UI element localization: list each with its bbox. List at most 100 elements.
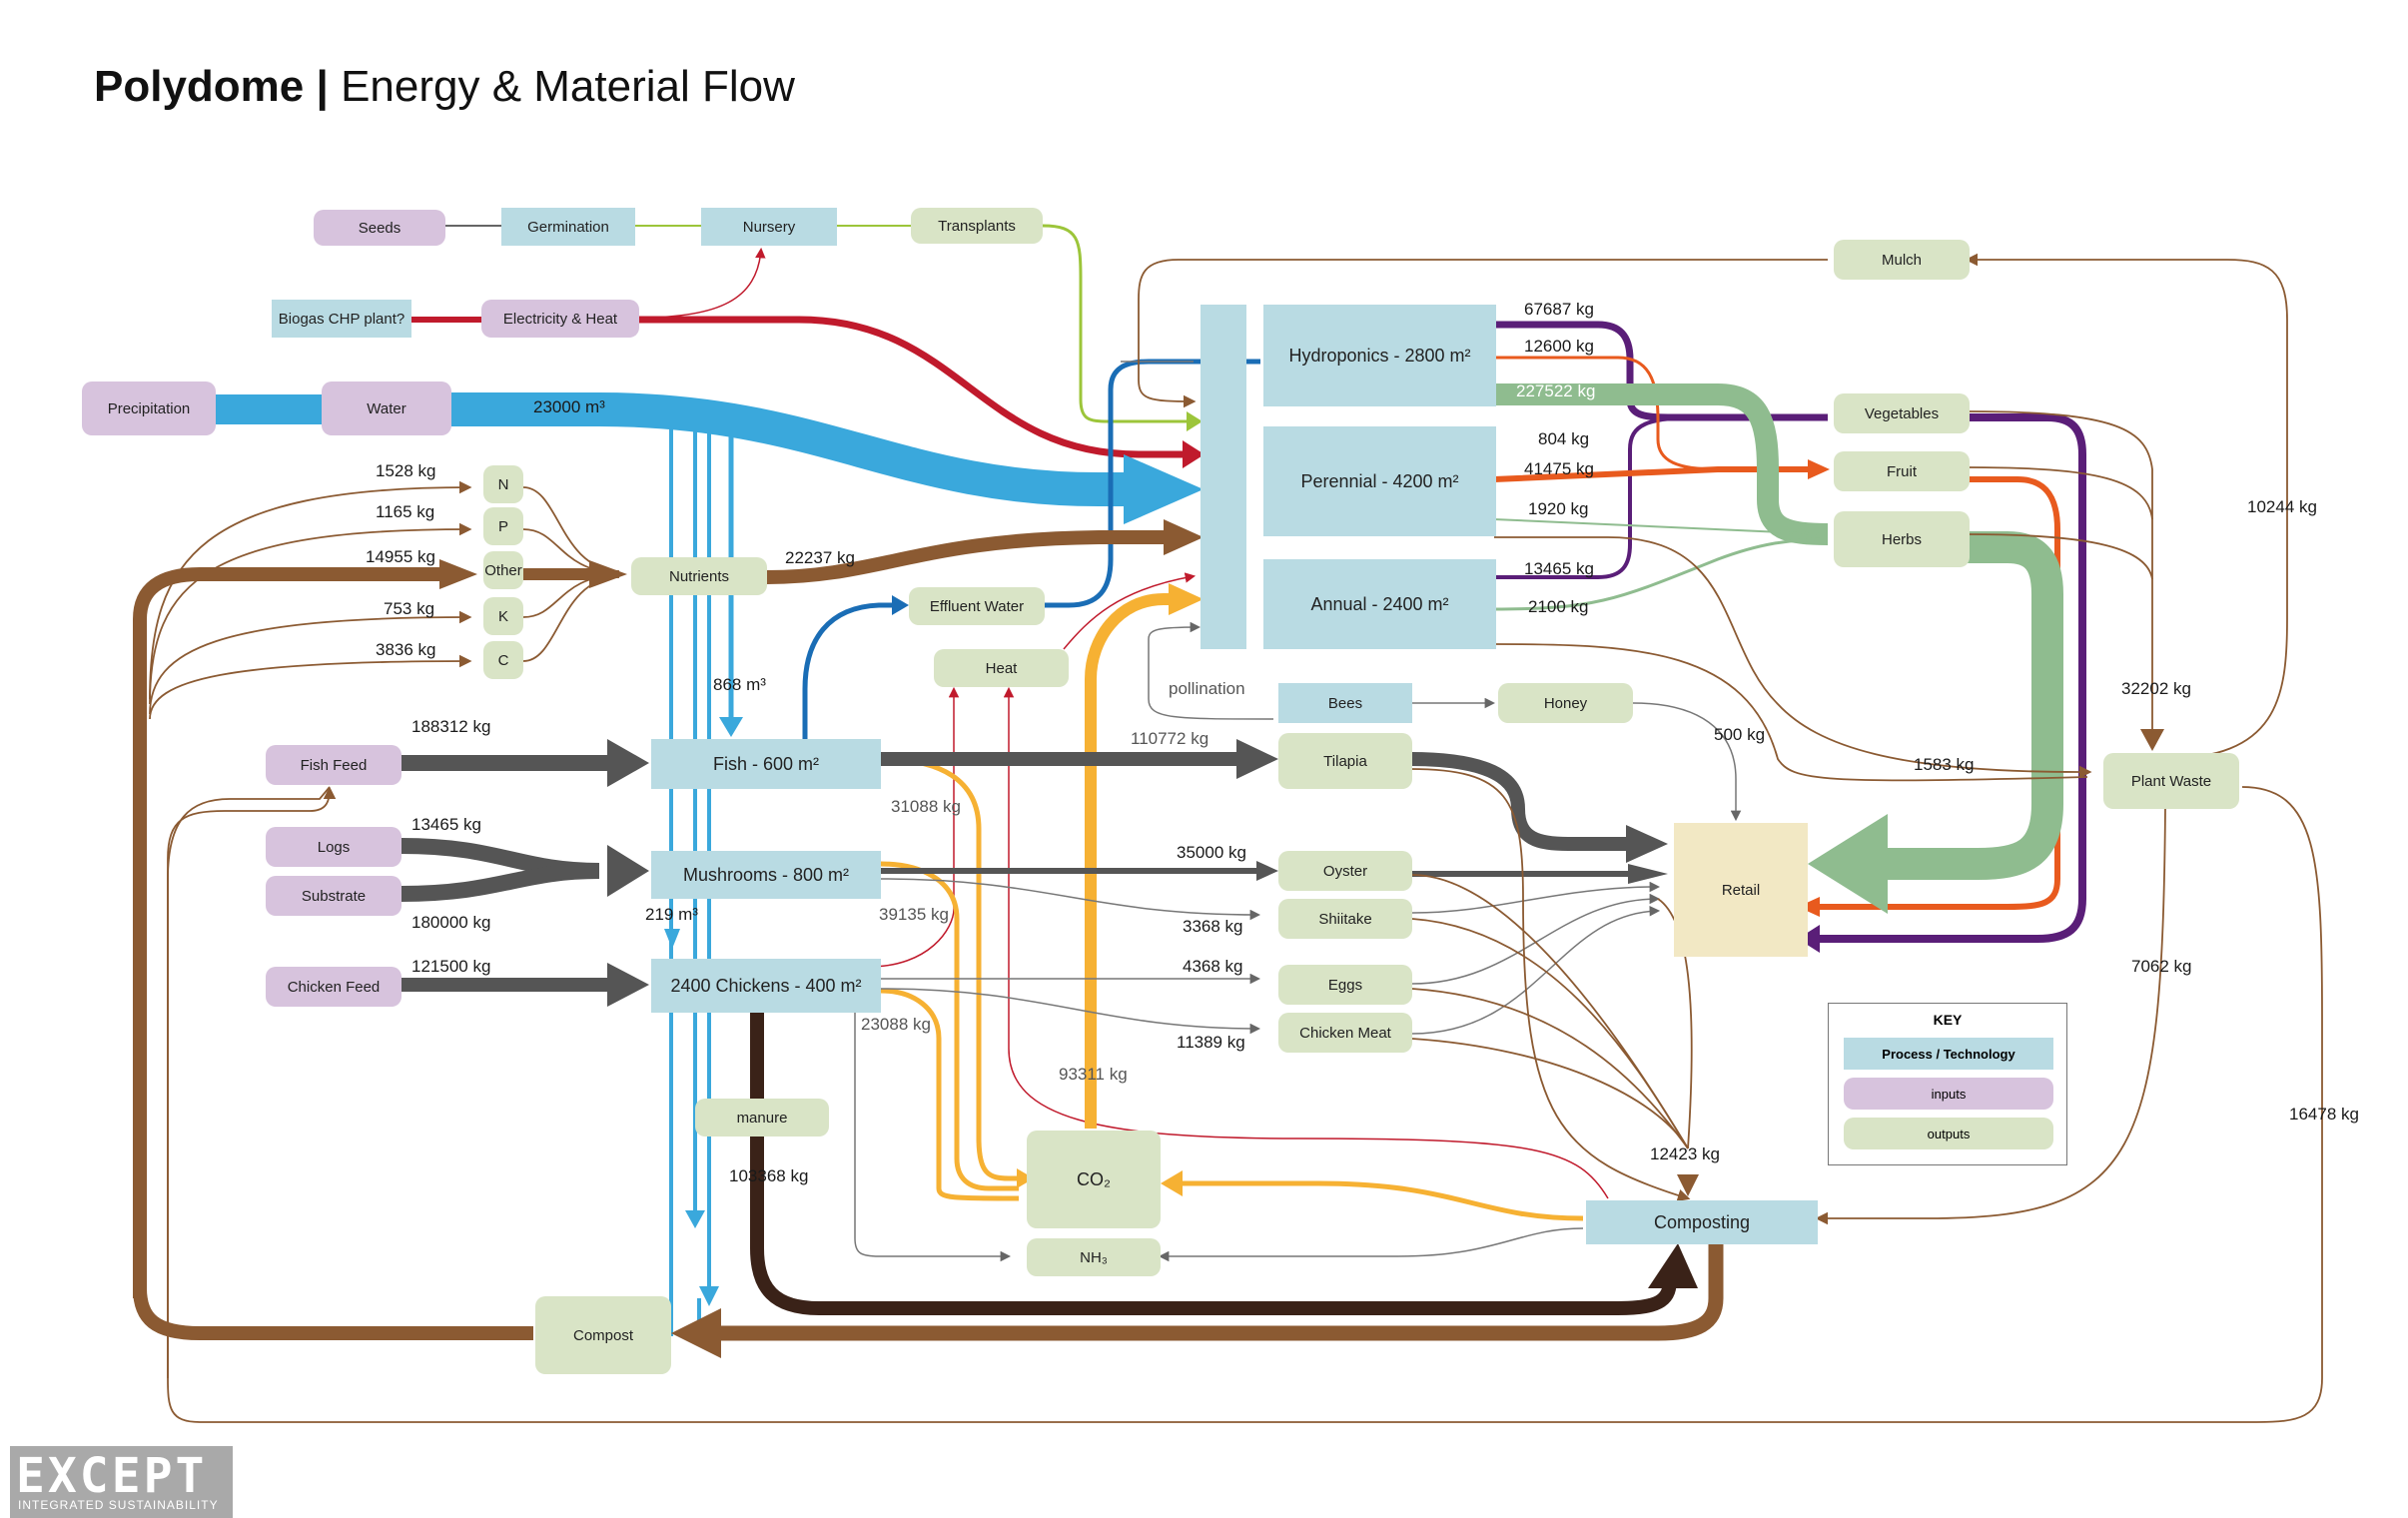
label-mulch-10244: 10244 kg (2247, 497, 2317, 516)
label-chickens-23088: 23088 kg (861, 1015, 931, 1034)
node-eggs: Eggs (1278, 965, 1412, 1005)
fish-feed-link (167, 786, 337, 1378)
label-composting-12423: 12423 kg (1650, 1144, 1720, 1163)
node-composting: Composting (1586, 1200, 1818, 1244)
node-chickens: 2400 Chickens - 400 m² (651, 959, 881, 1013)
label-hyd-12600: 12600 kg (1524, 337, 1594, 356)
key-title: KEY (1933, 1012, 1963, 1028)
node-compost: Compost (535, 1296, 671, 1374)
node-bees: Bees (1278, 683, 1412, 723)
node-p: P (483, 507, 523, 545)
node-retail: Retail (1674, 823, 1808, 957)
except-logo: EXCEPT INTEGRATED SUSTAINABILITY (10, 1446, 233, 1518)
label-eggs-4368: 4368 kg (1183, 957, 1243, 976)
label-chickenfeed-121500: 121500 kg (411, 957, 491, 976)
node-chicken-feed: Chicken Feed (266, 967, 401, 1007)
node-other: Other (483, 551, 523, 589)
label-water-219: 219 m³ (645, 905, 698, 924)
label-c-3836: 3836 kg (376, 640, 436, 659)
greenhouse-outputs (1493, 321, 2086, 953)
label-ann-13465: 13465 kg (1524, 559, 1594, 578)
node-biogas: Biogas CHP plant? (272, 300, 411, 338)
node-effluent-water: Effluent Water (909, 587, 1045, 625)
label-per-1920: 1920 kg (1528, 499, 1589, 518)
label-other-14955: 14955 kg (366, 547, 435, 566)
legend-key: KEY Process / Technology inputs outputs (1828, 1003, 2067, 1165)
key-process: Process / Technology (1844, 1038, 2053, 1070)
seed-chain-lines (445, 224, 1203, 431)
label-fishfeed-188312: 188312 kg (411, 717, 491, 736)
label-co2-93311: 93311 kg (1059, 1065, 1128, 1084)
node-nh3: NH₃ (1027, 1238, 1161, 1276)
node-n: N (483, 465, 523, 503)
node-plant-waste: Plant Waste (2103, 753, 2239, 809)
node-heat: Heat (934, 649, 1069, 687)
label-oyster-35000: 35000 kg (1177, 843, 1246, 862)
label-manure-103368: 103368 kg (729, 1166, 809, 1185)
label-p-1165: 1165 kg (376, 502, 435, 521)
key-inputs: inputs (1844, 1078, 2053, 1110)
node-mulch: Mulch (1834, 240, 1970, 280)
label-plantwaste-1583: 1583 kg (1914, 755, 1975, 774)
node-mushrooms: Mushrooms - 800 m² (651, 851, 881, 899)
label-n-1528: 1528 kg (376, 461, 436, 480)
node-hydroponics: Hydroponics - 2800 m² (1263, 305, 1496, 406)
node-perennial: Perennial - 4200 m² (1263, 426, 1496, 536)
label-per-41475: 41475 kg (1524, 459, 1594, 478)
node-substrate: Substrate (266, 876, 401, 916)
logo-wordmark: EXCEPT (16, 1448, 208, 1504)
node-honey: Honey (1498, 683, 1633, 723)
label-fish-31088: 31088 kg (891, 797, 961, 816)
label-water-23000: 23000 m³ (533, 397, 605, 416)
node-fish: Fish - 600 m² (651, 739, 881, 789)
node-precipitation: Precipitation (82, 381, 216, 435)
node-transplants: Transplants (911, 208, 1043, 244)
node-vegetables: Vegetables (1834, 393, 1970, 433)
label-per-804: 804 kg (1538, 429, 1590, 448)
title-bold: Polydome (94, 62, 305, 111)
effluent-flow (802, 359, 1260, 739)
label-pollination: pollination (1169, 679, 1245, 698)
label-shiitake-3368: 3368 kg (1183, 917, 1243, 936)
node-germination: Germination (501, 208, 635, 246)
label-meat-11389: 11389 kg (1177, 1033, 1245, 1052)
label-plantwaste-32202: 32202 kg (2121, 679, 2191, 698)
label-substrate-180000: 180000 kg (411, 913, 491, 932)
label-water-868: 868 m³ (713, 675, 766, 694)
electricity-flow (411, 247, 1609, 1199)
page-title: Polydome | Energy & Material Flow (94, 62, 795, 112)
node-seeds: Seeds (314, 210, 445, 246)
nh3-flows (854, 1009, 1584, 1262)
label-hyd-67687: 67687 kg (1524, 300, 1594, 319)
label-ann-2100: 2100 kg (1528, 597, 1589, 616)
logo-tagline: INTEGRATED SUSTAINABILITY (18, 1498, 219, 1512)
bee-flows (1120, 361, 1742, 822)
node-fruit: Fruit (1834, 451, 1970, 491)
label-plantwaste-7062: 7062 kg (2131, 957, 2192, 976)
node-k: K (483, 597, 523, 635)
greenhouse-bar (1201, 305, 1246, 649)
node-fish-feed: Fish Feed (266, 745, 401, 785)
compost-to-nutrients (133, 519, 1204, 1298)
key-outputs: outputs (1844, 1118, 2053, 1149)
node-herbs: Herbs (1834, 511, 1970, 567)
node-shiitake: Shiitake (1278, 899, 1412, 939)
node-co2: CO₂ (1027, 1131, 1161, 1228)
label-honey-500: 500 kg (1714, 725, 1766, 744)
label-k-753: 753 kg (384, 599, 435, 618)
node-c: C (483, 641, 523, 679)
label-logs-13465: 13465 kg (411, 815, 481, 834)
label-tilapia-110772: 110772 kg (1131, 729, 1209, 748)
feed-flows (401, 739, 1668, 1035)
node-chicken-meat: Chicken Meat (1278, 1013, 1412, 1053)
node-nursery: Nursery (701, 208, 837, 246)
label-hyd-227522: 227522 kg (1516, 381, 1596, 400)
title-rest: Energy & Material Flow (341, 62, 795, 111)
node-annual: Annual - 2400 m² (1263, 559, 1496, 649)
title-separator: | (316, 62, 329, 111)
label-mushrooms-39135: 39135 kg (879, 905, 949, 924)
node-electricity-heat: Electricity & Heat (481, 300, 639, 338)
waste-flows (167, 253, 2323, 1423)
node-nutrients: Nutrients (631, 557, 767, 595)
